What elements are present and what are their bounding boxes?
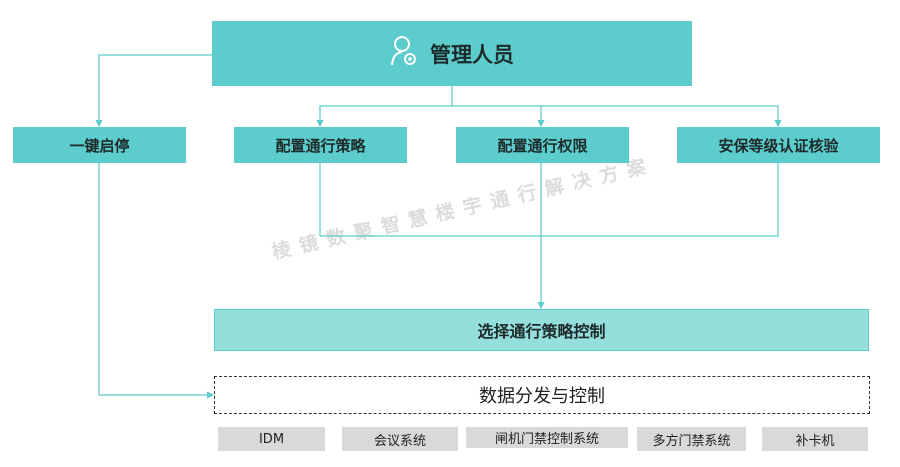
one-key-start-stop: 一键启停 <box>13 127 186 163</box>
configure-policy: 配置通行策略 <box>234 127 407 163</box>
configure-permission: 配置通行权限 <box>456 127 629 163</box>
security-level-verify: 安保等级认证核验 <box>677 127 880 163</box>
select-policy-control: 选择通行策略控制 <box>214 309 869 351</box>
system-multi-access: 多方门禁系统 <box>637 427 746 451</box>
system-gate-access: 闸机门禁控制系统 <box>466 427 628 448</box>
admin-box: 管理人员 <box>212 21 692 86</box>
admin-label: 管理人员 <box>430 42 514 67</box>
system-idm: IDM <box>218 427 325 451</box>
user-gear-icon <box>390 35 418 72</box>
data-distribution-control: 数据分发与控制 <box>214 376 870 414</box>
system-card-reissue: 补卡机 <box>762 427 868 451</box>
system-meeting: 会议系统 <box>342 427 458 451</box>
